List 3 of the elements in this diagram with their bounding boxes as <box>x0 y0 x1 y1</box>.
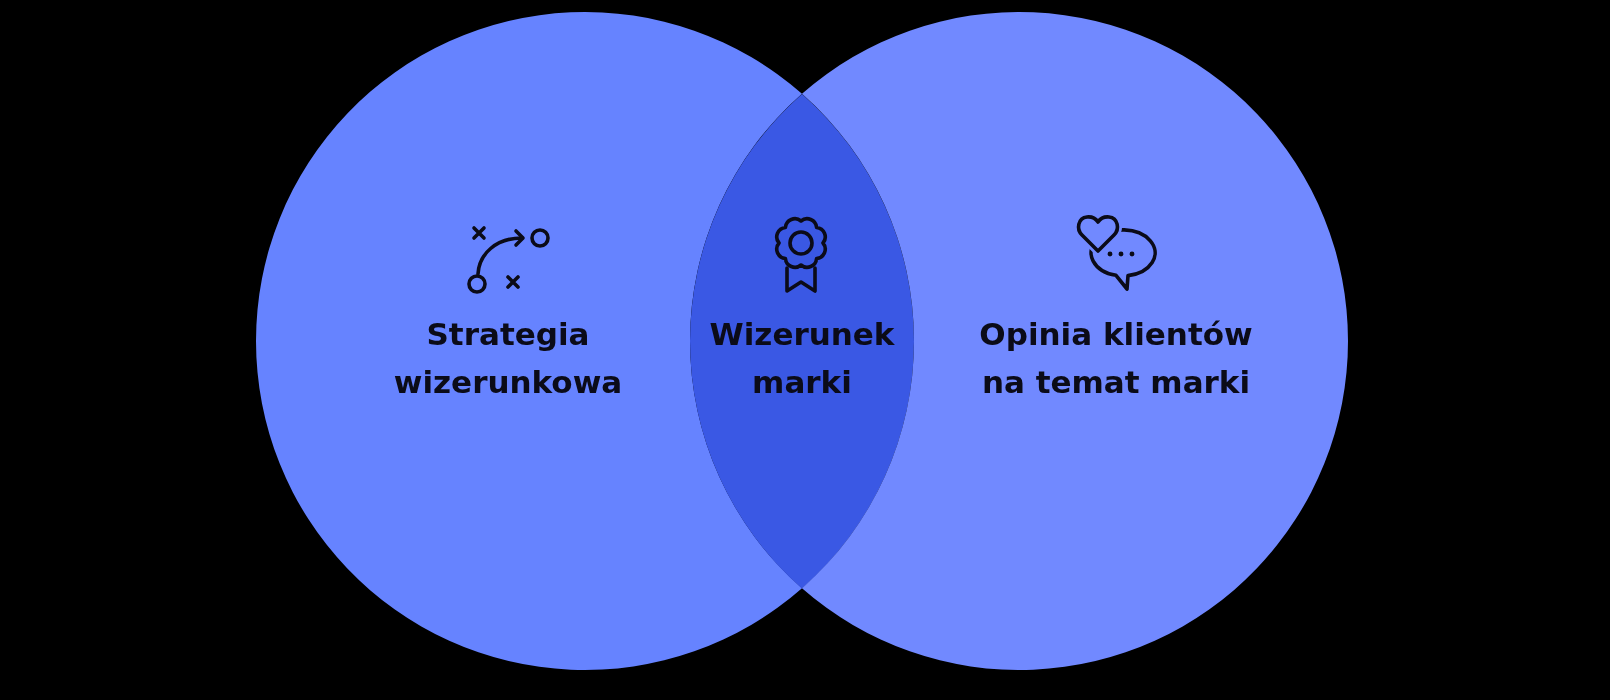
node-label: Strategia wizerunkowa <box>392 315 624 402</box>
node-label: Wizerunek marki <box>708 315 896 402</box>
node-label: Opinia klientów na temat marki <box>978 315 1254 402</box>
